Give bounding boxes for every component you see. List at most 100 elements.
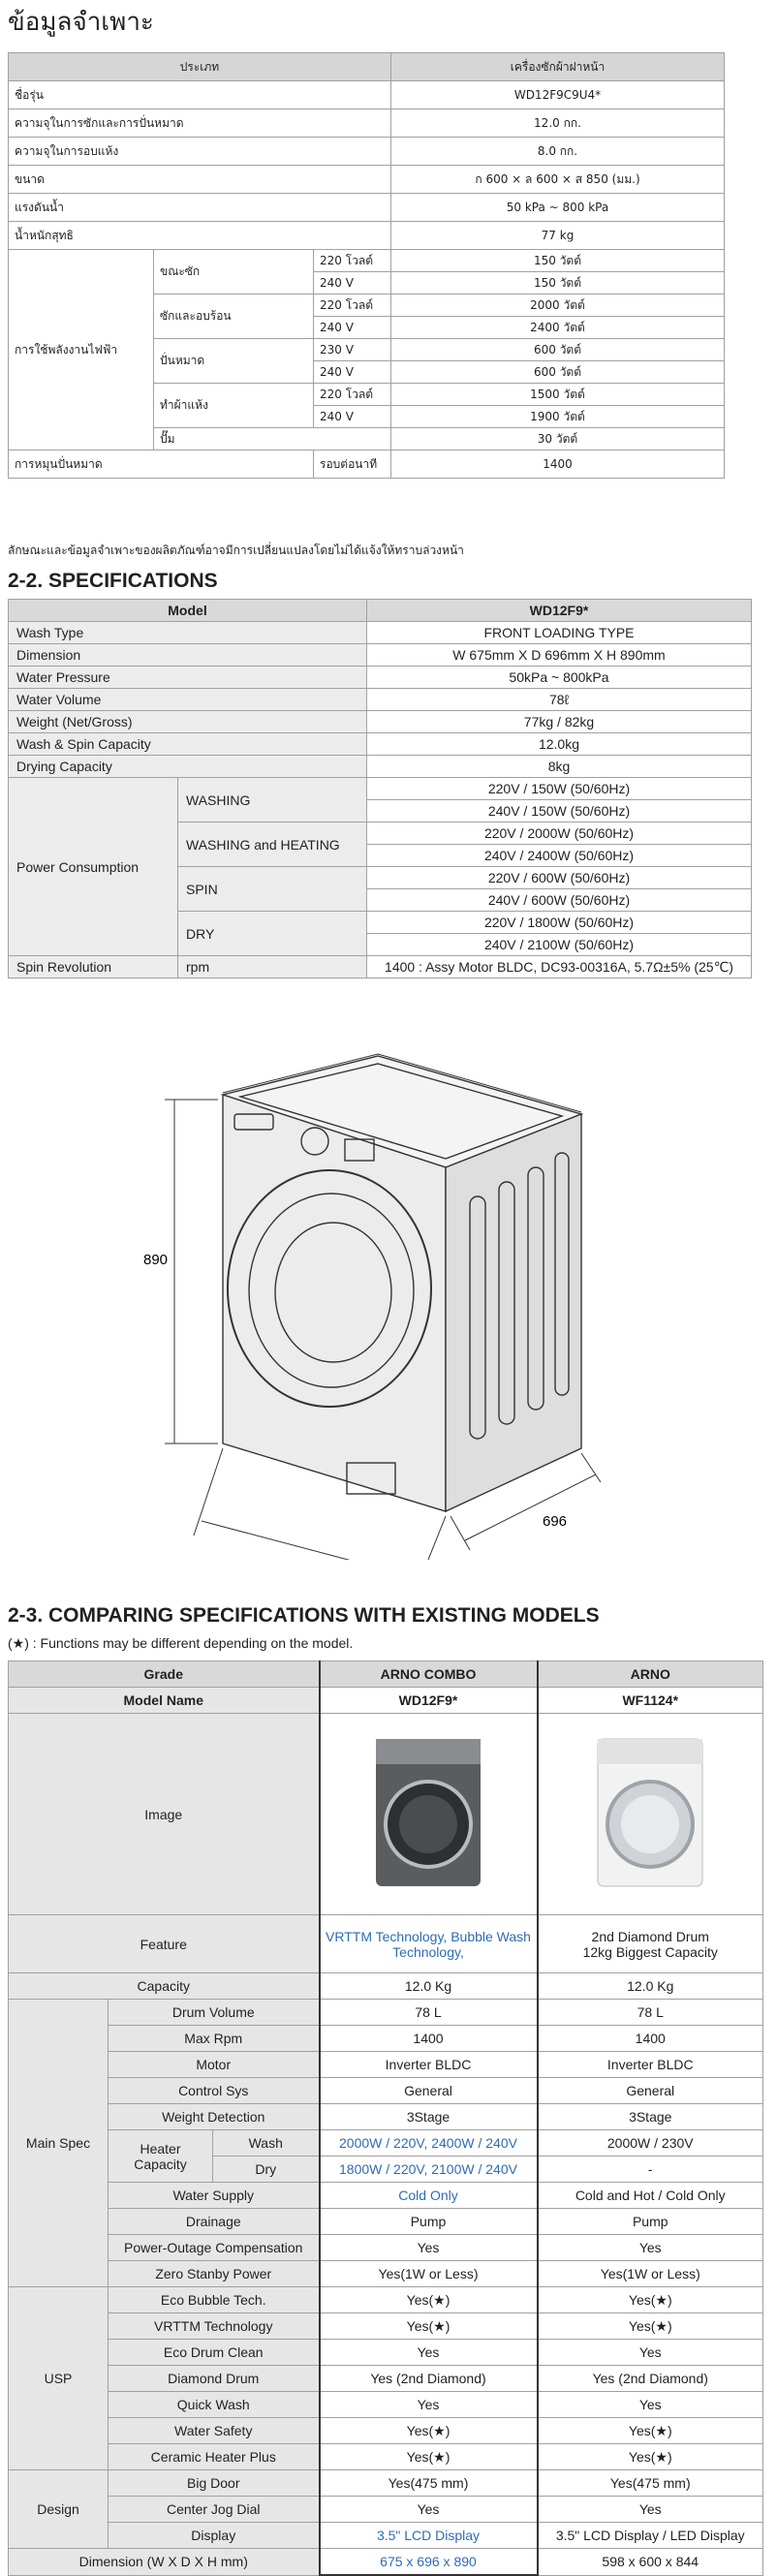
compare-row-a: Yes(★) (318, 2417, 539, 2444)
spec-spin-label: Spin Revolution (8, 955, 178, 978)
compare-row-label: VRTTM Technology (108, 2312, 320, 2340)
thai-power-group: ขณะซัก (153, 249, 314, 295)
thai-spin-label: การหมุนปั่นหมาด (8, 450, 314, 479)
compare-row-b: Yes(475 mm) (537, 2469, 763, 2497)
compare-row-a: Yes(1W or Less) (318, 2260, 539, 2287)
compare-design-label: Design (8, 2469, 109, 2549)
compare-row-a: Yes(★) (318, 2312, 539, 2340)
spec-row-label: Wash & Spin Capacity (8, 732, 367, 756)
compare-row-label: Power-Outage Compensation (108, 2234, 320, 2261)
washer-rib (469, 1195, 486, 1440)
compare-row-label: Weight Detection (108, 2103, 320, 2130)
compare-row-b: Yes (537, 2391, 763, 2418)
spec-power-value: 220V / 150W (50/60Hz) (366, 777, 752, 800)
door-outer (227, 1169, 432, 1408)
thai-note: ลักษณะและข้อมูลจำเพาะของผลิตภัณฑ์อาจมีกา… (8, 543, 464, 557)
thai-row-value: 12.0 กก. (390, 109, 725, 138)
compare-row-label: Ceramic Heater Plus (108, 2443, 320, 2470)
spec-row-label: Drying Capacity (8, 755, 367, 778)
compare-row-a: Yes (318, 2496, 539, 2523)
compare-row-label: Control Sys (108, 2077, 320, 2104)
spec-power-group: WASHING and HEATING (177, 822, 367, 867)
thai-power-voltage: 220 โวลต์ (313, 249, 391, 272)
height-label: 890 (143, 1252, 168, 1268)
spec-row-value: 50kPa ~ 800kPa (366, 666, 752, 689)
thai-power-watt: 1900 วัตต์ (390, 405, 725, 428)
compare-row-b: Yes(★) (537, 2312, 763, 2340)
thai-spin-unit: รอบต่อนาที (313, 450, 391, 479)
spec-power-value: 220V / 2000W (50/60Hz) (366, 822, 752, 845)
spec-row-label: Water Pressure (8, 666, 367, 689)
compare-image-b (537, 1713, 763, 1915)
washer-rib (554, 1152, 570, 1396)
spec-power-group: WASHING (177, 777, 367, 822)
thai-power-watt: 2400 วัตต์ (390, 316, 725, 339)
compare-row-label: Water Safety (108, 2417, 320, 2444)
compare-note: (★) : Functions may be different dependi… (8, 1635, 354, 1651)
compare-row-a: 78 L (318, 1999, 539, 2026)
compare-row-a: Yes (2nd Diamond) (318, 2365, 539, 2392)
compare-row-a: Inverter BLDC (318, 2051, 539, 2078)
compare-row-b: 3.5" LCD Display / LED Display (537, 2522, 763, 2549)
thai-row-value: 8.0 กก. (390, 137, 725, 166)
thai-power-watt: 600 วัตต์ (390, 360, 725, 384)
spec-row-value: FRONT LOADING TYPE (366, 621, 752, 644)
depth-label: 696 (543, 1513, 567, 1530)
compare-row-label: Drainage (108, 2208, 320, 2235)
compare-row-b: Cold and Hot / Cold Only (537, 2182, 763, 2209)
thai-power-label: การใช้พลังงานไฟฟ้า (8, 249, 154, 450)
compare-dimension-a: 675 x 696 x 890 (318, 2548, 539, 2576)
thai-power-group: ปั่นหมาด (153, 338, 314, 384)
depth-dimension-line (464, 1474, 597, 1541)
thai-power-watt: 150 วัตต์ (390, 249, 725, 272)
compare-row-label: Drum Volume (108, 1999, 320, 2026)
washer-image-white (597, 1738, 703, 1887)
thai-power-voltage: 240 V (313, 405, 391, 428)
compare-row-label: Center Jog Dial (108, 2496, 320, 2523)
spec-power-value: 220V / 600W (50/60Hz) (366, 866, 752, 889)
compare-dimension-label: Dimension (W X D X H mm) (8, 2548, 320, 2576)
spec-row-label: Dimension (8, 643, 367, 667)
spec-power-value: 240V / 2400W (50/60Hz) (366, 844, 752, 867)
compare-image-a (318, 1713, 539, 1915)
thai-row-value: ก 600 × ล 600 × ส 850 (มม.) (390, 165, 725, 194)
compare-model-b: WF1124* (537, 1687, 763, 1714)
washer-front (222, 1094, 447, 1512)
compare-row-a: Yes (318, 2339, 539, 2366)
compare-row-a: Pump (318, 2208, 539, 2235)
thai-power-voltage: 240 V (313, 271, 391, 295)
lcd-display (344, 1138, 375, 1162)
compare-grade-label: Grade (8, 1660, 320, 1688)
spec-row-value: 77kg / 82kg (366, 710, 752, 733)
spec-power-value: 240V / 150W (50/60Hz) (366, 799, 752, 822)
compare-row-b: Yes (537, 2234, 763, 2261)
compare-row-b: Pump (537, 2208, 763, 2235)
thai-power-watt: 600 วัตต์ (390, 338, 725, 361)
compare-row-a: Yes (318, 2391, 539, 2418)
washer-rib (498, 1181, 515, 1425)
thai-pump-watt: 30 วัตต์ (390, 427, 725, 450)
compare-usp-label: USP (8, 2286, 109, 2470)
width-dimension-line (201, 1520, 351, 1560)
filter-cover (346, 1462, 396, 1495)
compare-row-a: Yes(★) (318, 2443, 539, 2470)
compare-heater-dry-label: Dry (212, 2156, 320, 2183)
compare-heater-dry-b: - (537, 2156, 763, 2183)
spec-spin-unit: rpm (177, 955, 367, 978)
spec-row-value: 8kg (366, 755, 752, 778)
compare-row-label: Diamond Drum (108, 2365, 320, 2392)
compare-image-label: Image (8, 1713, 320, 1915)
compare-row-b: Yes (537, 2496, 763, 2523)
spec-power-value: 220V / 1800W (50/60Hz) (366, 911, 752, 934)
spec-power-value: 240V / 2100W (50/60Hz) (366, 933, 752, 956)
compare-grade-a: ARNO COMBO (318, 1660, 539, 1688)
spec-power-value: 240V / 600W (50/60Hz) (366, 888, 752, 912)
compare-feature-a: VRTTM Technology, Bubble Wash Technology… (318, 1914, 539, 1973)
spec-row-value: 12.0kg (366, 732, 752, 756)
compare-row-label: Display (108, 2522, 320, 2549)
spec-spin-value: 1400 : Assy Motor BLDC, DC93-00316A, 5.7… (366, 955, 752, 978)
thai-power-group: ซักและอบร้อน (153, 294, 314, 339)
compare-main-spec-label: Main Spec (8, 1999, 109, 2287)
compare-row-b: Yes(★) (537, 2443, 763, 2470)
